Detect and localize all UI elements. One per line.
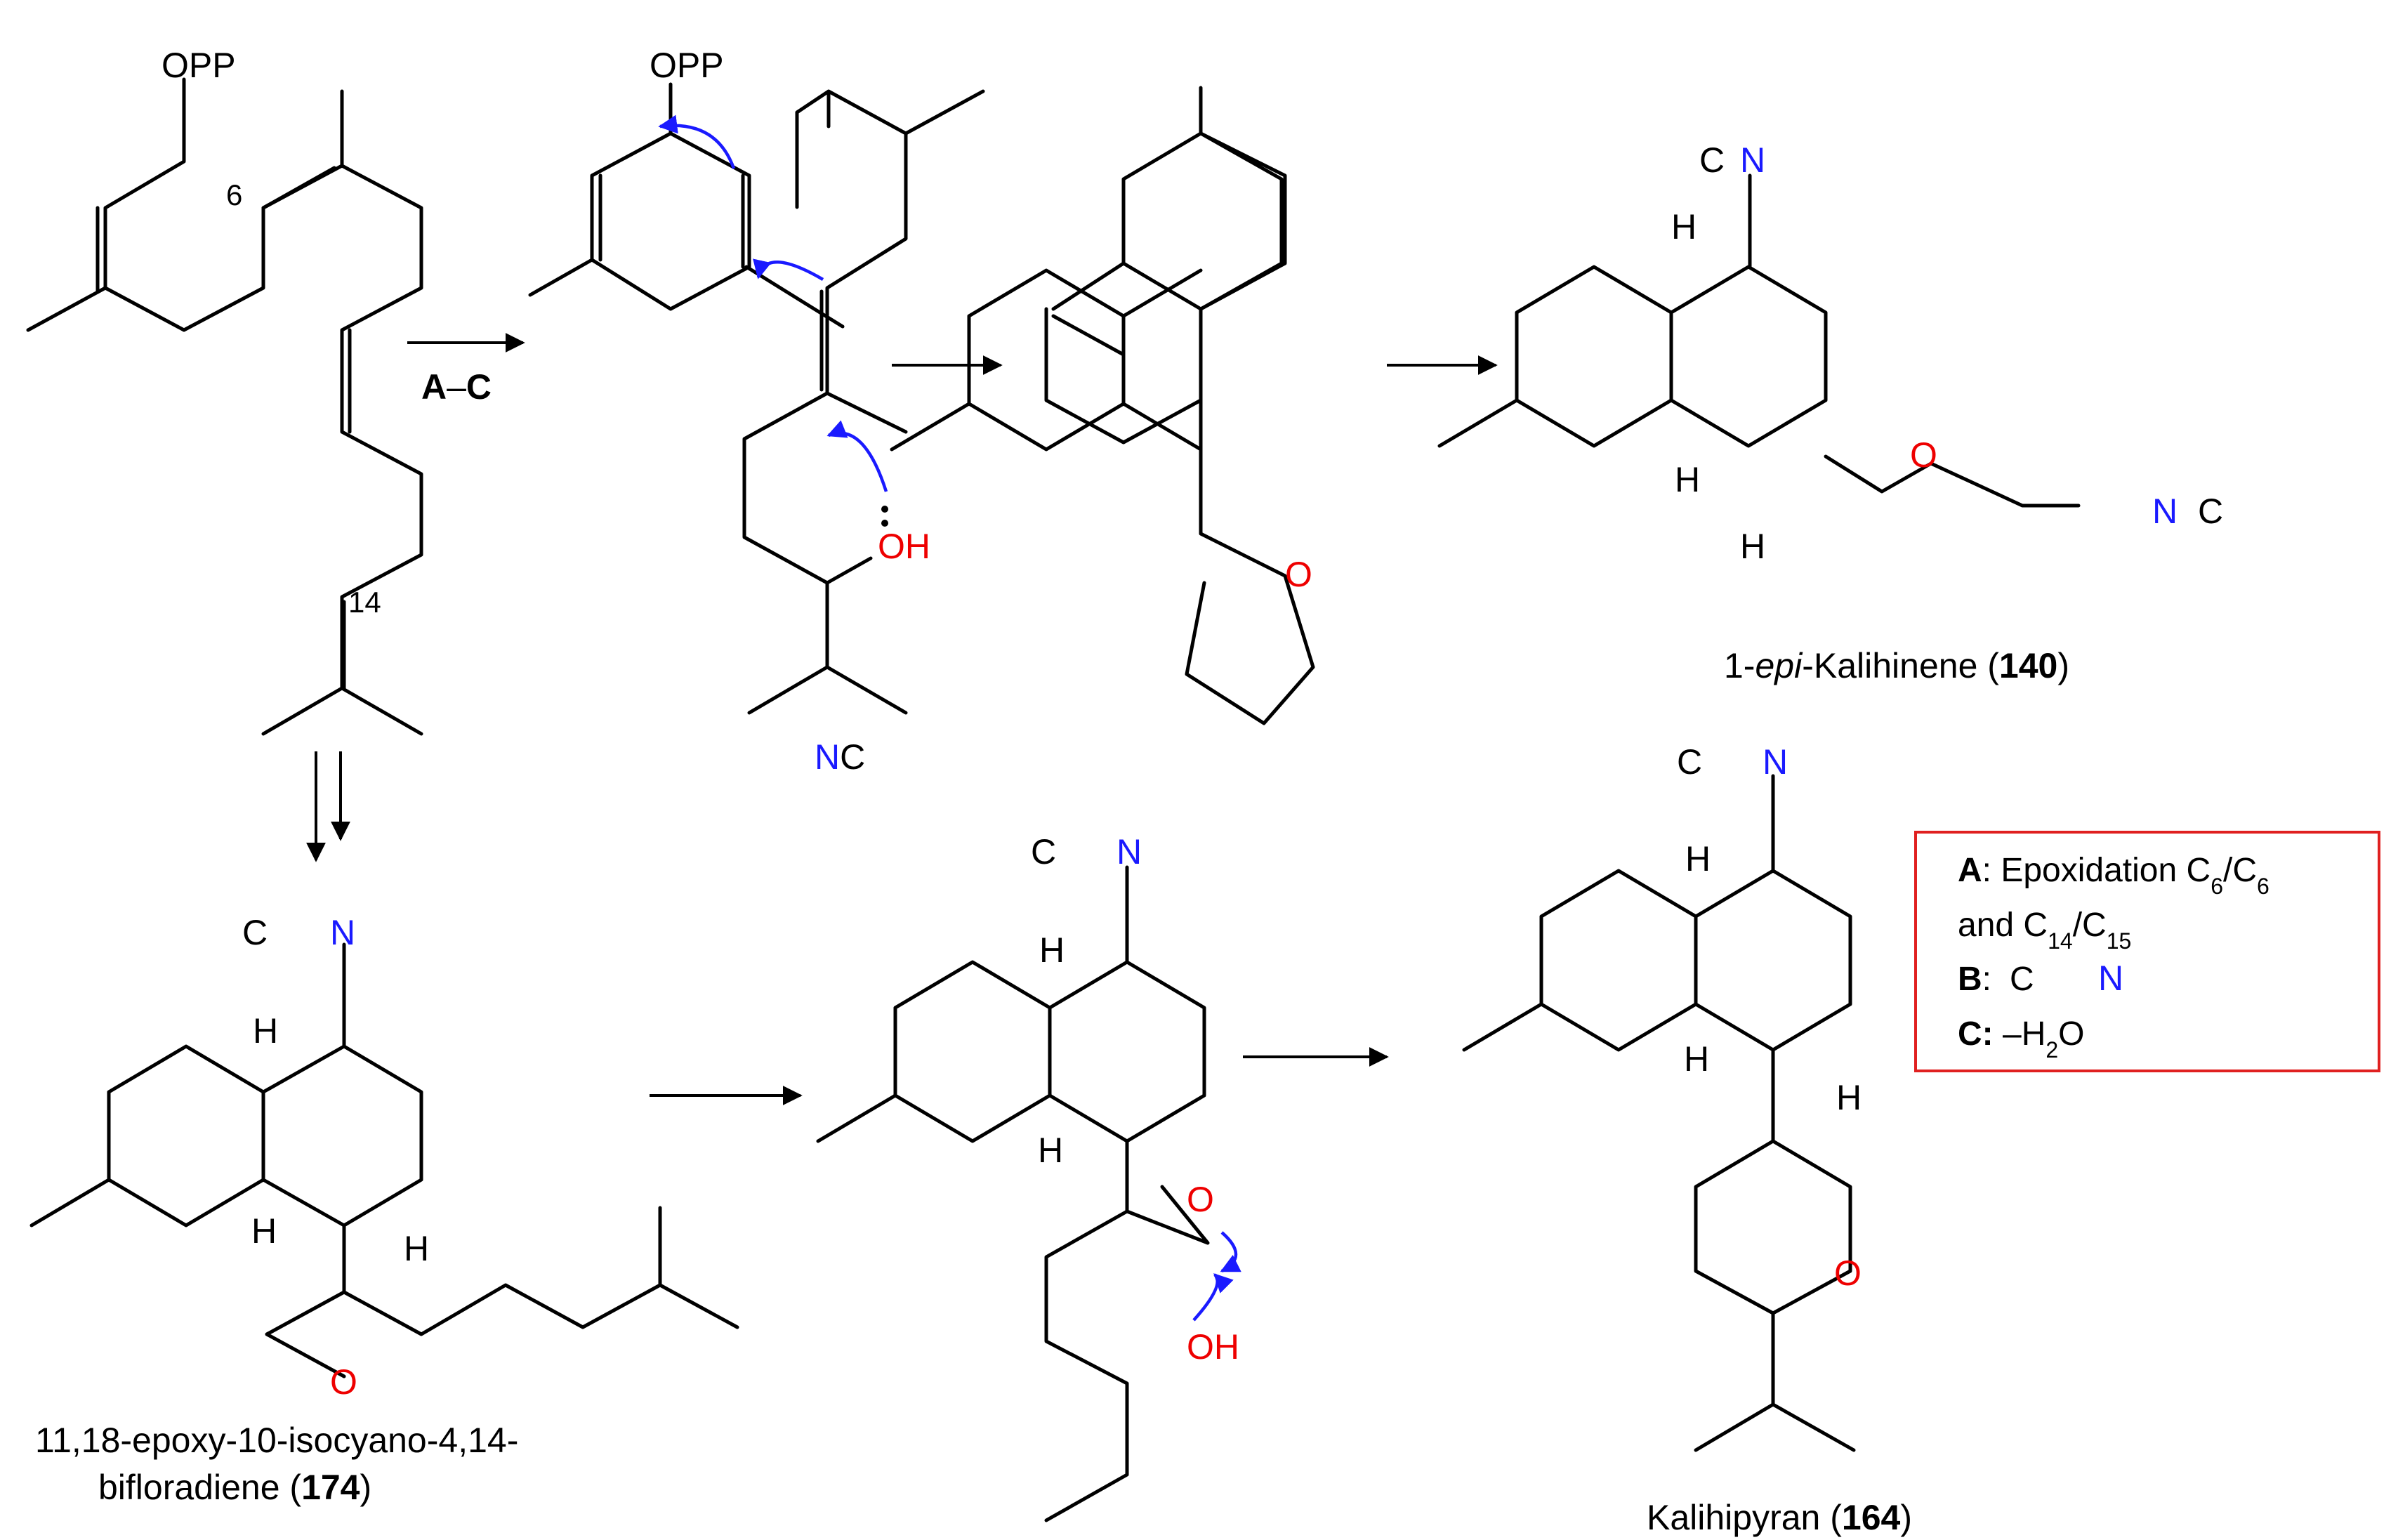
hydroxyl-label: OH [878,527,930,566]
compound-174-caption-line1: 11,18-epoxy-10-isocyano-4,14- [35,1421,518,1460]
compound-140-caption: 1-epi-Kalihinene (140) [1724,646,2069,685]
c6-number: 6 [226,178,242,211]
hydroxyl-label: OH [1187,1327,1239,1367]
h-label: H [404,1229,429,1268]
pyran-oxygen: O [1834,1253,1862,1293]
h-label: H [1740,527,1765,566]
legend-b-n: N [2098,959,2123,998]
h-label: H [1685,839,1711,878]
legend-c: C: –H2O [1958,1015,2085,1062]
ggpp-precursor-structure: OPP 6 14 [26,46,423,736]
isocyanide-c: C [242,913,268,952]
legend-border [1914,831,2380,1072]
isocyanide-c: C [1699,140,1725,180]
epoxide-oxygen: O [1187,1180,1214,1219]
legend-b: B: [1958,961,1991,998]
thf-oxygen: O [1910,435,1937,475]
h-label: H [1836,1078,1862,1117]
c14-number: 14 [348,586,381,619]
isocyanide-n: N [2152,492,2178,531]
h-label: H [1671,207,1697,246]
h-label: H [1684,1039,1709,1079]
isocyanide-n: N [330,913,355,952]
compound-174-structure: H H H O N C 11,18-epoxy-10-isocyano-4,14… [29,913,739,1507]
opp-label: OPP [162,46,236,85]
h-label: H [1675,460,1700,499]
kalihinene-140-structure: H H H O N C N C 1-epi-Kalihinene (140) [1437,140,2223,685]
reagent-legend: A: Epoxidation C6/C6 and C14/C15 B: C N … [1914,831,2380,1072]
cyclization-intermediate-structure: OPP OH NC [528,46,985,777]
isocyanide-n: N [1116,832,1142,871]
legend-b-c: C [2010,961,2034,998]
compound-164-caption: Kalihipyran (164) [1647,1498,1912,1537]
h-label: H [251,1211,277,1251]
isocyanide-c: C [1031,832,1056,871]
legend-a: A: Epoxidation C6/C6 [1958,852,2269,899]
compound-174-caption-line2: bifloradiene (174) [98,1468,371,1507]
isocyanide-c: C [1677,742,1702,782]
h-label: H [1038,1131,1063,1170]
legend-a-cont: and C14/C15 [1958,907,2131,954]
isocyanide-n: N [1740,140,1765,180]
thf-oxygen: O [1285,555,1312,594]
isocyanide-n: N [1763,742,1788,782]
isocyanide-c: C [2198,492,2223,531]
kalihipyran-164-structure: H H H O N C Kalihipyran (164) [1462,742,1912,1537]
opp-label: OPP [650,46,724,85]
epoxide-intermediate-structure: H H O OH N C [816,832,1241,1522]
bicyclic-intermediate-structure: O [890,86,1315,725]
epoxide-oxygen: O [330,1362,357,1402]
h-label: H [253,1011,278,1051]
isocyanide-label: NC [815,737,865,777]
step-label-a-c: A–C [421,367,492,407]
h-label: H [1039,930,1065,970]
